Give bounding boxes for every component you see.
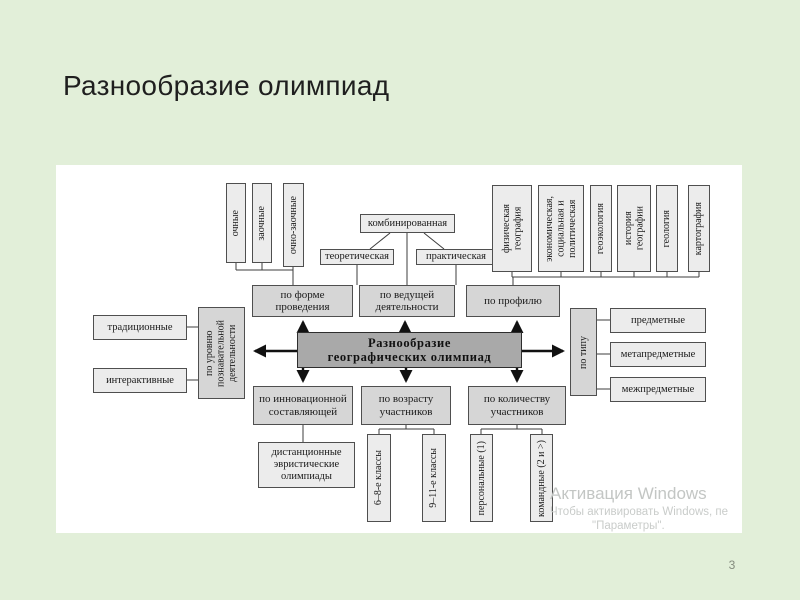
leaf-ekonomicheskaya: экономическая, социальная и политическая xyxy=(538,185,584,272)
watermark-line2: Чтобы активировать Windows, пе xyxy=(550,506,729,519)
leaf-mezhpredmetnye: межпредметные xyxy=(610,377,706,402)
leaf-geoekologiya: геоэкология xyxy=(590,185,612,272)
leaf-traditsionnye: традиционные xyxy=(93,315,187,340)
leaf-zaochnye: заочные xyxy=(252,183,272,263)
leaf-personalnye: персональные (1) xyxy=(470,434,493,522)
windows-activation-watermark: Активация Windows Чтобы активировать Win… xyxy=(550,483,728,533)
category-count: по количеству участников xyxy=(468,386,566,425)
leaf-interaktivnye: интерактивные xyxy=(93,368,187,393)
page-number: 3 xyxy=(728,558,736,572)
category-level: по уровню познавательной деятельности xyxy=(198,307,245,399)
leaf-istoriya-geografii: история географии xyxy=(617,185,651,272)
category-profile: по профилю xyxy=(466,285,560,317)
watermark-title: Активация Windows xyxy=(550,484,707,503)
leaf-klassy-6-8: 6–8-е классы xyxy=(367,434,391,522)
watermark-line3: "Параметры". xyxy=(592,520,665,533)
leaf-klassy-9-11: 9–11-е классы xyxy=(422,434,446,522)
category-activity: по ведущей деятельности xyxy=(359,285,455,317)
leaf-kombinirovannaya: комбинированная xyxy=(360,214,455,233)
leaf-teoreticheskaya: теоретическая xyxy=(320,249,394,265)
diagram-panel: Разнообразие географических олимпиад по … xyxy=(56,165,742,533)
leaf-ochnye: очные xyxy=(226,183,246,263)
leaf-komandnye: командные (2 и >) xyxy=(530,434,553,522)
slide-title: Разнообразие олимпиад xyxy=(63,70,390,101)
leaf-prakticheskaya: практическая xyxy=(416,249,496,265)
leaf-predmetnye: предметные xyxy=(610,308,706,333)
category-age: по возрасту участников xyxy=(361,386,451,425)
category-innovation: по инновационной составляющей xyxy=(253,386,353,425)
leaf-kartografiya: картография xyxy=(688,185,710,272)
leaf-ochno-zaochnye: очно-заочные xyxy=(283,183,304,267)
leaf-distantsionnye: дистанционные эвристические олимпиады xyxy=(258,442,355,488)
category-type: по типу xyxy=(570,308,597,396)
category-form: по форме проведения xyxy=(252,285,353,317)
leaf-metapredmetnye: метапредметные xyxy=(610,342,706,367)
leaf-fizicheskaya-geografiya: физическая география xyxy=(492,185,532,272)
leaf-geologiya: геология xyxy=(656,185,678,272)
central-node: Разнообразие географических олимпиад xyxy=(297,332,522,368)
